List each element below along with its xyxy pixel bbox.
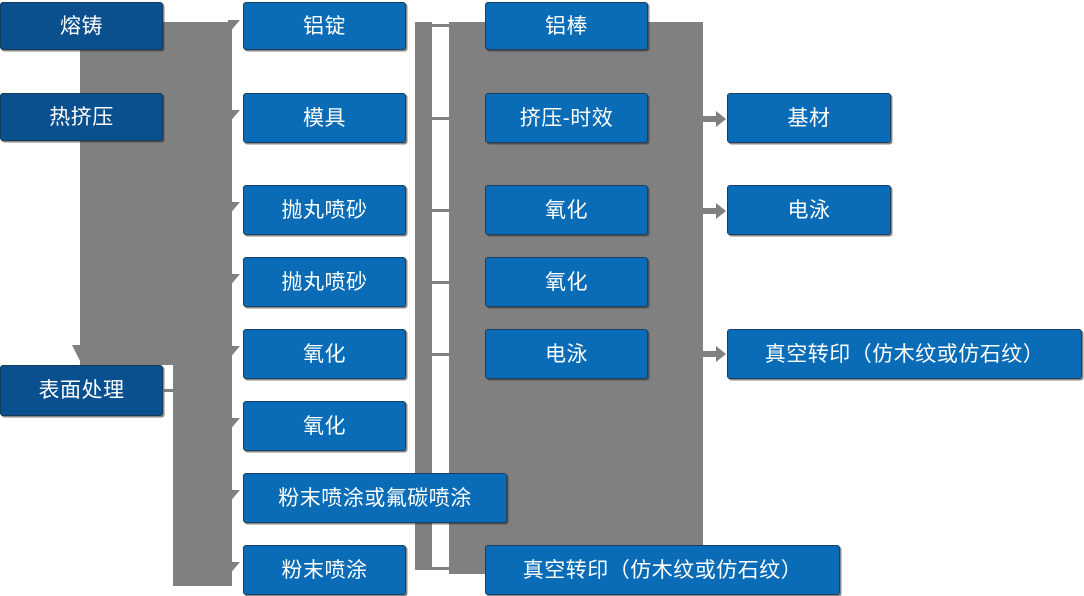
node-oxidation-2[interactable]: 氧化 (243, 401, 406, 451)
node-base-material[interactable]: 基材 (727, 93, 891, 143)
node-aluminum-bar[interactable]: 铝棒 (485, 2, 648, 50)
surface-treatment-stub (164, 389, 178, 392)
bus-tick-6 (432, 567, 452, 570)
node-label: 氧化 (545, 270, 588, 294)
left-ribbon-arrow-heads (228, 20, 240, 576)
node-label: 抛丸喷砂 (281, 198, 368, 222)
node-label: 表面处理 (38, 379, 125, 402)
node-powder-coating[interactable]: 粉末喷涂 (243, 545, 406, 595)
node-vacuum-transfer-out[interactable]: 真空转印（仿木纹或仿石纹） (727, 329, 1082, 379)
node-oxidation-3[interactable]: 氧化 (485, 185, 648, 235)
node-label: 电泳 (787, 198, 831, 222)
node-hot-extrusion[interactable]: 热挤压 (0, 93, 163, 141)
node-label: 抛丸喷砂 (281, 270, 368, 294)
node-label: 氧化 (303, 342, 346, 366)
node-label: 真空转印（仿木纹或仿石纹） (764, 342, 1045, 366)
node-label: 粉末喷涂或氟碳喷涂 (278, 486, 472, 510)
bus-tick-4 (432, 281, 452, 284)
left-connector-ribbon (72, 22, 232, 586)
node-surface-treatment[interactable]: 表面处理 (0, 365, 163, 416)
node-label: 电泳 (545, 342, 588, 366)
bus-tick-5 (432, 353, 452, 356)
node-extrusion-aging[interactable]: 挤压-时效 (485, 93, 648, 143)
output-arrow-electrophoresis (703, 203, 726, 219)
bus-tick-3 (432, 209, 452, 212)
node-label: 铝棒 (545, 14, 588, 38)
node-oxidation-1[interactable]: 氧化 (243, 329, 406, 379)
node-label: 模具 (303, 106, 346, 130)
node-electrophoresis-out[interactable]: 电泳 (727, 185, 891, 235)
node-label: 基材 (787, 106, 831, 130)
node-oxidation-4[interactable]: 氧化 (485, 257, 648, 307)
node-vacuum-transfer-bottom[interactable]: 真空转印（仿木纹或仿石纹） (485, 545, 840, 595)
process-bus-bar (415, 22, 432, 570)
node-electrophoresis[interactable]: 电泳 (485, 329, 648, 379)
output-arrow-vacuum-transfer (703, 346, 726, 362)
node-label: 铝锭 (303, 14, 346, 38)
bus-tick-1 (432, 24, 452, 27)
node-shot-blasting-2[interactable]: 抛丸喷砂 (243, 257, 406, 307)
node-label: 粉末喷涂 (281, 558, 368, 582)
node-label: 氧化 (303, 414, 346, 438)
node-melt-cast[interactable]: 熔铸 (0, 2, 163, 50)
bus-tick-2 (432, 117, 452, 120)
node-label: 熔铸 (60, 14, 103, 38)
output-arrow-base-material (703, 111, 726, 127)
node-mold[interactable]: 模具 (243, 93, 406, 143)
node-label: 挤压-时效 (519, 106, 614, 130)
node-powder-or-fluorocarbon[interactable]: 粉末喷涂或氟碳喷涂 (243, 473, 507, 523)
node-shot-blasting-1[interactable]: 抛丸喷砂 (243, 185, 406, 235)
node-aluminum-ingot[interactable]: 铝锭 (243, 2, 406, 50)
node-label: 真空转印（仿木纹或仿石纹） (522, 558, 803, 582)
node-label: 氧化 (545, 198, 588, 222)
node-label: 热挤压 (49, 105, 114, 129)
